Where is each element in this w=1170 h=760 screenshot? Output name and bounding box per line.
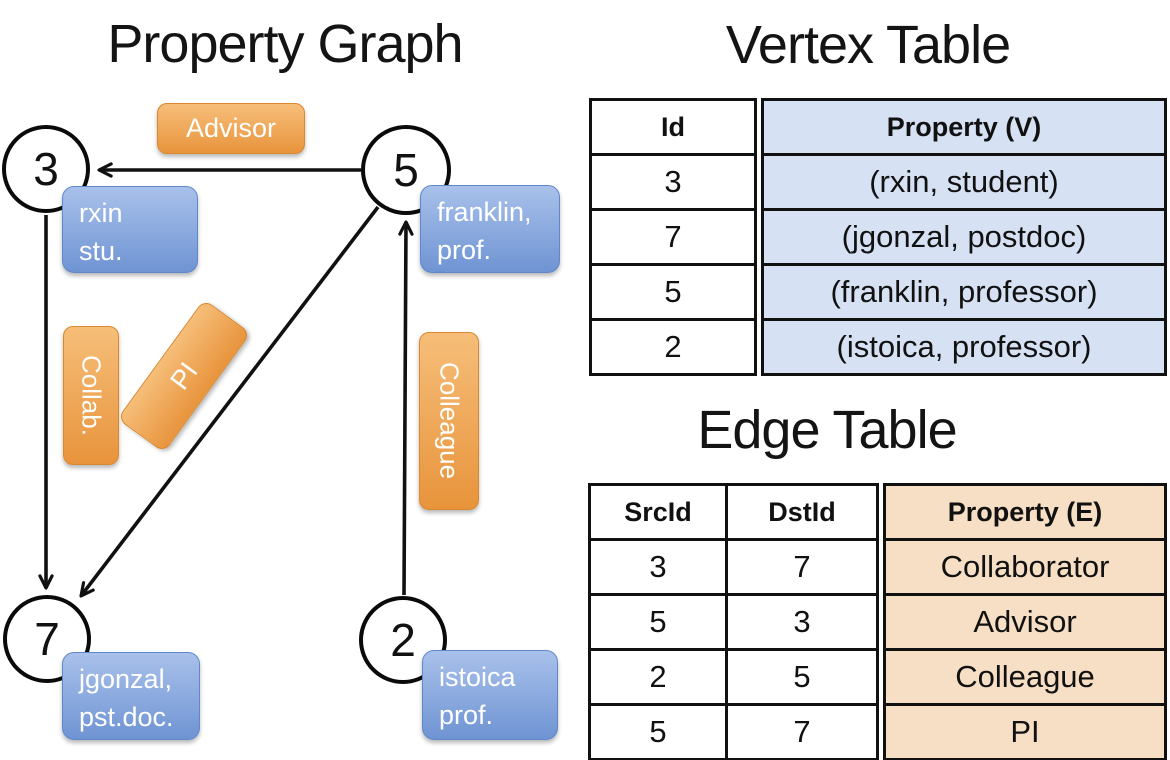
- edge-row-3-src: 5: [591, 706, 725, 758]
- edge-table-id-columns: SrcId DstId 3 7 5 3 2 5 5 7: [588, 483, 879, 760]
- vertex-table-property-column: Property (V) (rxin, student) (jgonzal, p…: [761, 98, 1167, 376]
- node-3-prop-line2: stu.: [79, 235, 123, 266]
- node-3-property-box: rxin stu.: [62, 186, 198, 273]
- graph-node-2: 2: [359, 596, 447, 684]
- edge-row-1-property: Advisor: [886, 593, 1164, 648]
- vertex-table-header-property: Property (V): [764, 101, 1164, 153]
- vertex-row-3-property: (istoica, professor): [764, 318, 1164, 373]
- edge-table-header-dstid: DstId: [725, 486, 876, 538]
- graph-edges-layer: [38, 162, 414, 598]
- edge-row-2-dst: 5: [725, 651, 876, 703]
- vertex-row-3-id: 2: [592, 318, 754, 373]
- edge-row-2-src: 2: [591, 651, 725, 703]
- node-7-id: 7: [34, 613, 60, 665]
- node-2-id: 2: [390, 614, 416, 666]
- edge-row-0-dst: 7: [725, 541, 876, 593]
- edge-row-0-src: 3: [591, 541, 725, 593]
- vertex-row-1-id: 7: [592, 208, 754, 263]
- node-5-prop-line1: franklin,: [437, 197, 532, 227]
- edge-row-1-dst: 3: [725, 596, 876, 648]
- vertex-row-0-property: (rxin, student): [764, 153, 1164, 208]
- vertex-table-header-id: Id: [592, 101, 754, 153]
- edge-table-header-property: Property (E): [886, 486, 1164, 538]
- node-3-prop-line1: rxin: [79, 198, 123, 228]
- vertex-row-1-property: (jgonzal, postdoc): [764, 208, 1164, 263]
- edge-row-3-ids: 5 7: [591, 703, 876, 758]
- edge-row-3-property: PI: [886, 703, 1164, 758]
- vertex-row-2-id: 5: [592, 263, 754, 318]
- node-7-prop-line1: jgonzal,: [79, 664, 173, 694]
- node-7-property-box: jgonzal, pst.doc.: [62, 652, 200, 740]
- edge-row-2-property: Colleague: [886, 648, 1164, 703]
- node-2-property-box: istoica prof.: [422, 650, 558, 740]
- edge-row-0-ids: 3 7: [591, 538, 876, 593]
- property-graph-title: Property Graph: [107, 14, 463, 74]
- edge-arrow-colleague-2-to-5: [398, 220, 414, 596]
- edge-arrow-pi-5-to-7: [79, 205, 380, 598]
- edge-row-0-property: Collaborator: [886, 538, 1164, 593]
- node-7-prop-line2: pst.doc.: [79, 701, 174, 732]
- node-2-prop-line2: prof.: [439, 699, 494, 730]
- edge-table-header-row: SrcId DstId: [591, 486, 876, 538]
- edge-table-header-srcid: SrcId: [591, 486, 725, 538]
- node-5-property-box: franklin, prof.: [420, 185, 560, 273]
- node-3-id: 3: [33, 143, 59, 195]
- edge-table-property-column: Property (E) Collaborator Advisor Collea…: [883, 483, 1167, 760]
- node-5-prop-line2: prof.: [437, 234, 492, 265]
- edge-label-advisor: Advisor: [157, 103, 305, 154]
- vertex-table-title: Vertex Table: [725, 15, 1011, 75]
- graph-node-5: 5: [361, 125, 451, 215]
- edge-label-collab: Collab.: [63, 326, 119, 465]
- edge-table-title: Edge Table: [697, 400, 957, 460]
- edge-label-colleague: Colleague: [419, 332, 479, 510]
- node-2-prop-line1: istoica: [439, 662, 516, 692]
- vertex-table-id-column: Id 3 7 5 2: [589, 98, 757, 376]
- edge-row-1-src: 5: [591, 596, 725, 648]
- edge-row-3-dst: 7: [725, 706, 876, 758]
- vertex-row-0-id: 3: [592, 153, 754, 208]
- vertex-row-2-property: (franklin, professor): [764, 263, 1164, 318]
- edge-row-2-ids: 2 5: [591, 648, 876, 703]
- node-5-id: 5: [393, 144, 419, 196]
- edge-row-1-ids: 5 3: [591, 593, 876, 648]
